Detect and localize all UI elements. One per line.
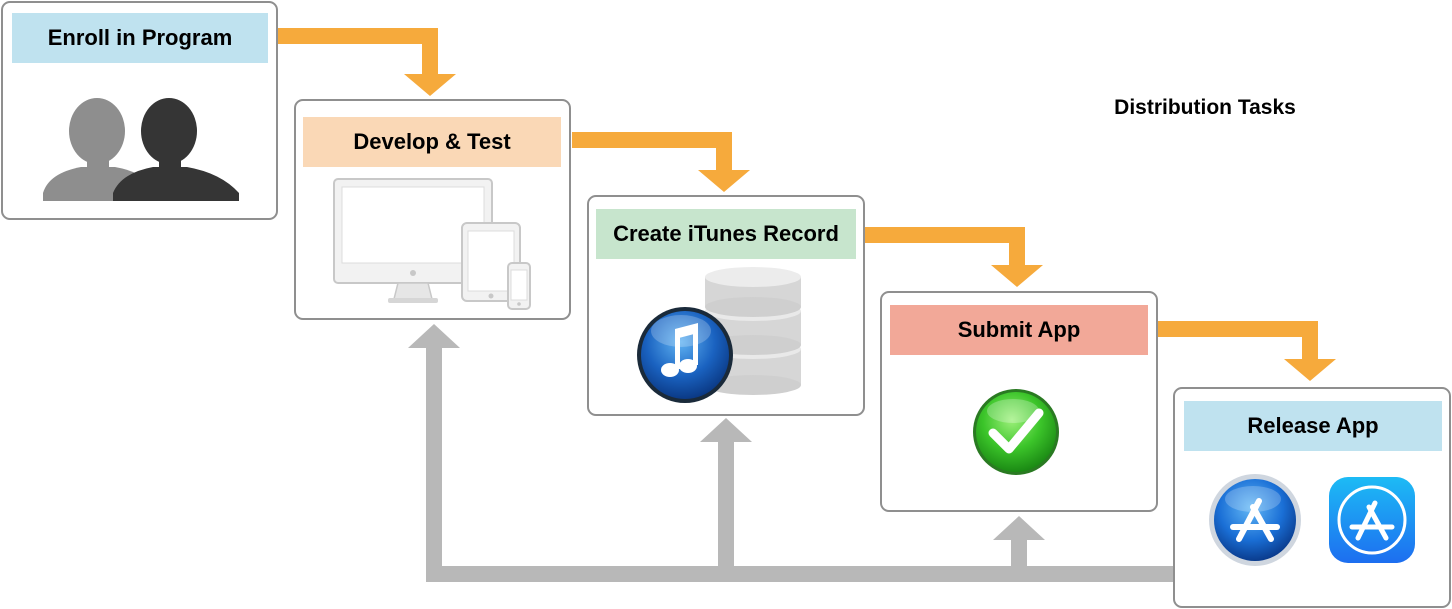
imac-icon (333, 178, 493, 303)
step-release: Release App (1173, 387, 1451, 608)
step-develop-label: Develop & Test (303, 117, 561, 167)
forward-arrow-itunes-to-submit (865, 227, 1043, 287)
ipad-icon (461, 222, 521, 302)
step-itunes: Create iTunes Record (587, 195, 865, 416)
forward-arrow-submit-to-release (1158, 321, 1336, 381)
devices-icon (333, 178, 531, 310)
app-store-round-icon (1209, 474, 1301, 566)
app-store-icons (1209, 474, 1415, 566)
step-itunes-label: Create iTunes Record (596, 209, 856, 259)
forward-arrows (278, 28, 1336, 381)
step-develop: Develop & Test (294, 99, 571, 320)
feedback-arrows (408, 324, 1176, 582)
step-submit: Submit App (880, 291, 1158, 512)
feedback-arrow-to-develop (408, 324, 460, 582)
feedback-arrow-to-submit (993, 516, 1045, 582)
green-checkmark-icon (973, 389, 1059, 475)
itunes-database-icon (637, 267, 801, 403)
step-enroll: Enroll in Program (1, 1, 278, 220)
feedback-bus (426, 566, 1176, 582)
step-enroll-label: Enroll in Program (12, 13, 268, 63)
iphone-icon (507, 262, 531, 310)
diagram-title: Distribution Tasks (1114, 96, 1296, 119)
users-icon (43, 98, 239, 201)
app-store-square-icon (1329, 477, 1415, 563)
step-release-label: Release App (1184, 401, 1442, 451)
step-submit-label: Submit App (890, 305, 1148, 355)
forward-arrow-enroll-to-develop (278, 28, 456, 96)
forward-arrow-develop-to-itunes (572, 132, 750, 192)
itunes-icon (637, 307, 733, 403)
feedback-arrow-to-itunes (700, 418, 752, 582)
